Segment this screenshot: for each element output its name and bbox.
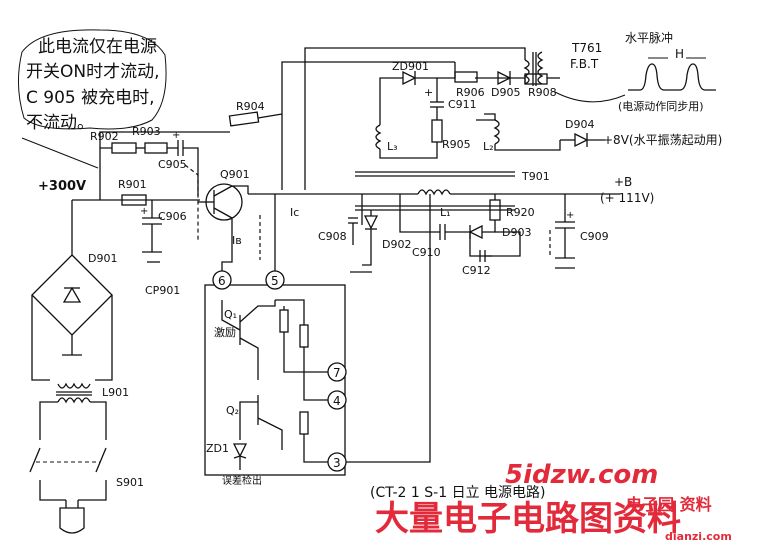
hpulse-inset: 水平脉冲 H (电源动作同步用) <box>618 30 716 113</box>
label-l1: L₁ <box>440 206 451 219</box>
watermark-url: dianzi.com <box>665 530 732 543</box>
watermark-cn: 大量电子电路图资料 <box>375 499 681 539</box>
hpulse-title: 水平脉冲 <box>625 30 673 45</box>
label-r901: R901 <box>118 178 147 191</box>
label-c906: C906 <box>158 210 187 223</box>
label-zd901: ZD901 <box>392 60 429 73</box>
label-c905: C905 <box>158 158 187 171</box>
annotation-note: 此电流仅在电源 开关ON时才流动, C 905 被充电时, 不流动。 <box>17 29 167 169</box>
label-plus-c911: + <box>424 86 433 99</box>
label-plus8v: +8V(水平振荡起动用) <box>603 133 722 147</box>
component-labels: T761 F.B.T ZD901 R906 D905 R908 C911 + R… <box>38 41 722 489</box>
pin-7-label: 7 <box>333 366 341 380</box>
pin-7-circle <box>327 362 347 382</box>
label-d901: D901 <box>88 252 117 265</box>
figure-caption: (CT-2 1 S-1 日立 电源电路) <box>370 485 545 501</box>
label-r908: R908 <box>528 86 557 99</box>
label-cp901: CP901 <box>145 284 180 297</box>
annotation-line-3: C 905 被充电时, <box>26 88 155 108</box>
watermark-site: 5idzw.com <box>505 460 658 490</box>
watermark: 5idzw.com 大量电子电路图资料 电子园 资料 dianzi.com <box>375 460 732 543</box>
label-plus300v: +300V <box>38 179 86 194</box>
pin-3-circle <box>327 452 347 472</box>
label-l2: L₂ <box>483 140 494 153</box>
hpulse-waveform <box>628 63 716 91</box>
hpulse-h-label: H <box>675 47 684 61</box>
label-ic: Ic <box>290 206 299 219</box>
label-plus-c906: + <box>140 206 148 217</box>
label-s901: S901 <box>116 476 144 489</box>
label-zd1-desc: 误差检出 <box>222 474 262 487</box>
label-plusb-voltage: (+ 111V) <box>600 191 654 205</box>
label-l901: L901 <box>102 386 129 399</box>
pin-3-label: 3 <box>333 456 341 470</box>
label-r905: R905 <box>442 138 471 151</box>
label-zd1: ZD1 <box>206 442 229 455</box>
label-r903: R903 <box>132 125 161 138</box>
label-plus-c905: + <box>172 130 180 141</box>
pin-4-label: 4 <box>333 394 341 408</box>
label-t901: T901 <box>521 170 550 183</box>
label-r904: R904 <box>236 100 265 113</box>
label-plus-c909: + <box>566 210 574 221</box>
cp901-pins: 6 5 7 4 3 <box>212 270 347 472</box>
label-r902: R902 <box>90 130 119 143</box>
annotation-line-4: 不流动。 <box>26 113 94 133</box>
label-r920: R920 <box>506 206 535 219</box>
pin-5-circle <box>265 270 285 290</box>
label-q901: Q901 <box>220 168 250 181</box>
label-d904: D904 <box>565 118 594 131</box>
pin-5-label: 5 <box>271 274 279 288</box>
pin-4-circle <box>327 390 347 410</box>
label-c912: C912 <box>462 264 491 277</box>
label-q1-desc: 激励 <box>214 325 236 339</box>
label-r906: R906 <box>456 86 485 99</box>
label-c908: C908 <box>318 230 347 243</box>
label-t761: T761 <box>571 41 602 55</box>
label-c911: C911 <box>448 98 477 111</box>
label-c910: C910 <box>412 246 441 259</box>
label-l3: L₃ <box>387 140 398 153</box>
label-d902: D902 <box>382 238 411 251</box>
label-q1: Q₁ <box>224 308 237 321</box>
pin-6-label: 6 <box>218 274 226 288</box>
label-c909: C909 <box>580 230 609 243</box>
label-d905: D905 <box>491 86 520 99</box>
label-ib: Iв <box>232 234 242 247</box>
label-d903: D903 <box>502 226 531 239</box>
watermark-small-cn: 电子园 资料 <box>626 495 712 514</box>
annotation-line-2: 开关ON时才流动, <box>26 62 160 82</box>
annotation-line-1: 此电流仅在电源 <box>38 37 157 57</box>
pin-6-circle <box>212 270 232 290</box>
label-q2: Q₂ <box>226 404 239 417</box>
label-plusb: +B <box>614 175 632 189</box>
hpulse-note: (电源动作同步用) <box>618 99 704 113</box>
label-fbt: F.B.T <box>570 57 599 71</box>
